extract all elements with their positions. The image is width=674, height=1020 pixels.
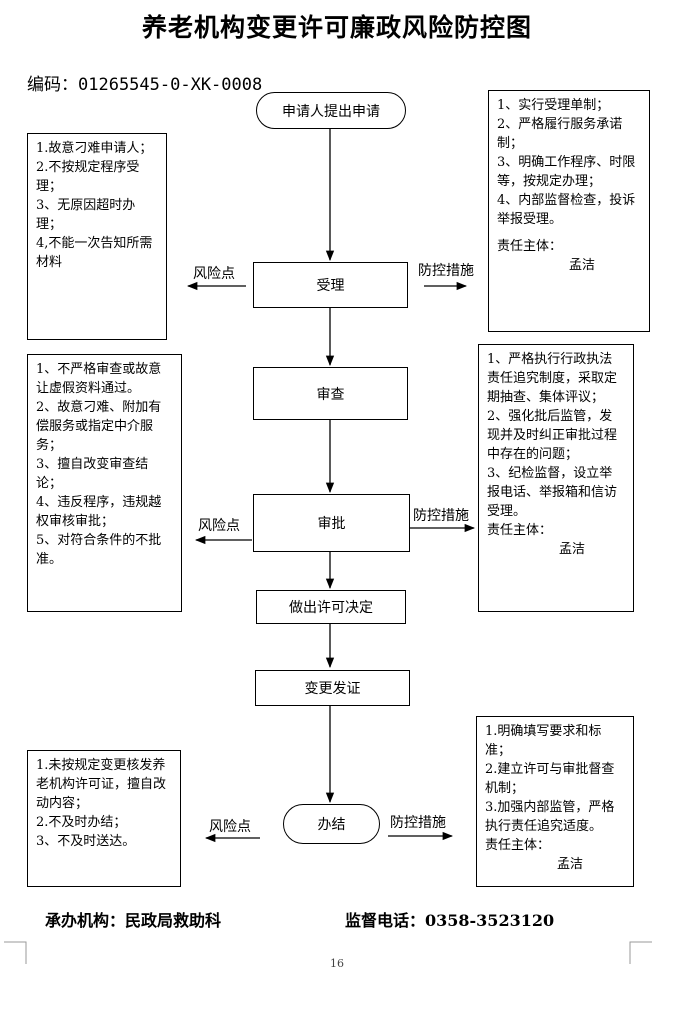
- measure-item: 2、强化批后监管，发现并及时纠正审批过程中存在的问题；: [487, 409, 618, 462]
- risk-box-approve: 1、不严格审查或故意让虚假资料通过。 2、故意刁难、附加有偿服务或指定中介服务；…: [27, 354, 182, 612]
- measure-item: 1、严格执行行政执法责任追究制度，采取定期抽查、集体评议；: [487, 352, 618, 405]
- measure-box-accept: 1、实行受理单制； 2、严格履行服务承诺制； 3、明确工作程序、时限等，按规定办…: [488, 90, 650, 332]
- risk-box-accept: 1.故意刁难申请人； 2.不按规定程序受理； 3、无原因超时办理； 4,不能一次…: [27, 133, 167, 340]
- risk-item: 4,不能一次告知所需材料: [36, 236, 153, 270]
- risk-item: 1、不严格审查或故意让虚假资料通过。: [36, 362, 162, 396]
- step-decide: 做出许可决定: [256, 590, 406, 624]
- measure-box-complete: 1.明确填写要求和标准； 2.建立许可与审批督查机制； 3.加强内部监管，严格执…: [476, 716, 634, 887]
- control-label-complete: 防控措施: [390, 815, 446, 831]
- owner-name: 孟洁: [569, 258, 596, 273]
- footer-phone: 监督电话：0358-3523120: [345, 911, 555, 930]
- step-apply: 申请人提出申请: [256, 92, 406, 129]
- owner-name: 孟洁: [557, 857, 584, 872]
- step-review: 审查: [253, 367, 408, 420]
- risk-item: 5、对符合条件的不批准。: [36, 533, 162, 567]
- risk-item: 2.不按规定程序受理；: [36, 160, 140, 194]
- control-label-accept: 防控措施: [418, 263, 474, 279]
- page-corner-marks: [4, 941, 652, 964]
- measure-item: 2、严格履行服务承诺制；: [497, 117, 623, 151]
- step-issue: 变更发证: [255, 670, 410, 706]
- risk-item: 2.不及时办结；: [36, 815, 127, 830]
- measure-item: 2.建立许可与审批督查机制；: [485, 762, 615, 796]
- risk-item: 3、无原因超时办理；: [36, 198, 136, 232]
- owner-label: 责任主体：: [487, 523, 553, 538]
- risk-item: 1.未按规定变更核发养老机构许可证，擅自改动内容；: [36, 758, 167, 811]
- measure-item: 3.加强内部监管，严格执行责任追究适度。: [485, 800, 615, 834]
- risk-box-complete: 1.未按规定变更核发养老机构许可证，擅自改动内容； 2.不及时办结； 3、不及时…: [27, 750, 181, 887]
- step-accept: 受理: [253, 262, 408, 308]
- risk-item: 1.故意刁难申请人；: [36, 141, 153, 156]
- page-number: 16: [330, 957, 344, 970]
- measure-item: 1、实行受理单制；: [497, 98, 610, 113]
- owner-label: 责任主体：: [485, 838, 551, 853]
- step-approve: 审批: [253, 494, 410, 552]
- measure-item: 3、明确工作程序、时限等，按规定办理；: [497, 155, 636, 189]
- footer-agency: 承办机构：民政局救助科: [45, 911, 222, 930]
- owner-label: 责任主体：: [497, 239, 563, 254]
- measure-box-approve: 1、严格执行行政执法责任追究制度，采取定期抽查、集体评议； 2、强化批后监管，发…: [478, 344, 634, 612]
- measure-item: 4、内部监督检查，投诉举报受理。: [497, 193, 636, 227]
- control-label-approve: 防控措施: [413, 508, 469, 524]
- risk-item: 2、故意刁难、附加有偿服务或指定中介服务；: [36, 400, 162, 453]
- risk-item: 3、不及时送达。: [36, 834, 136, 849]
- document-code: 编码：01265545-0-XK-0008: [27, 75, 263, 95]
- measure-item: 1.明确填写要求和标准；: [485, 724, 602, 758]
- risk-item: 4、违反程序，违规越权审核审批；: [36, 495, 162, 529]
- step-complete: 办结: [283, 804, 380, 844]
- measure-item: 3、纪检监督，设立举报电话、举报箱和信访受理。: [487, 466, 618, 519]
- risk-item: 3、擅自改变审查结论；: [36, 457, 149, 491]
- page-title: 养老机构变更许可廉政风险防控图: [141, 13, 532, 42]
- risk-point-label-accept: 风险点: [193, 266, 235, 282]
- risk-point-label-complete: 风险点: [209, 819, 251, 835]
- owner-name: 孟洁: [559, 542, 586, 557]
- risk-point-label-approve: 风险点: [198, 518, 240, 534]
